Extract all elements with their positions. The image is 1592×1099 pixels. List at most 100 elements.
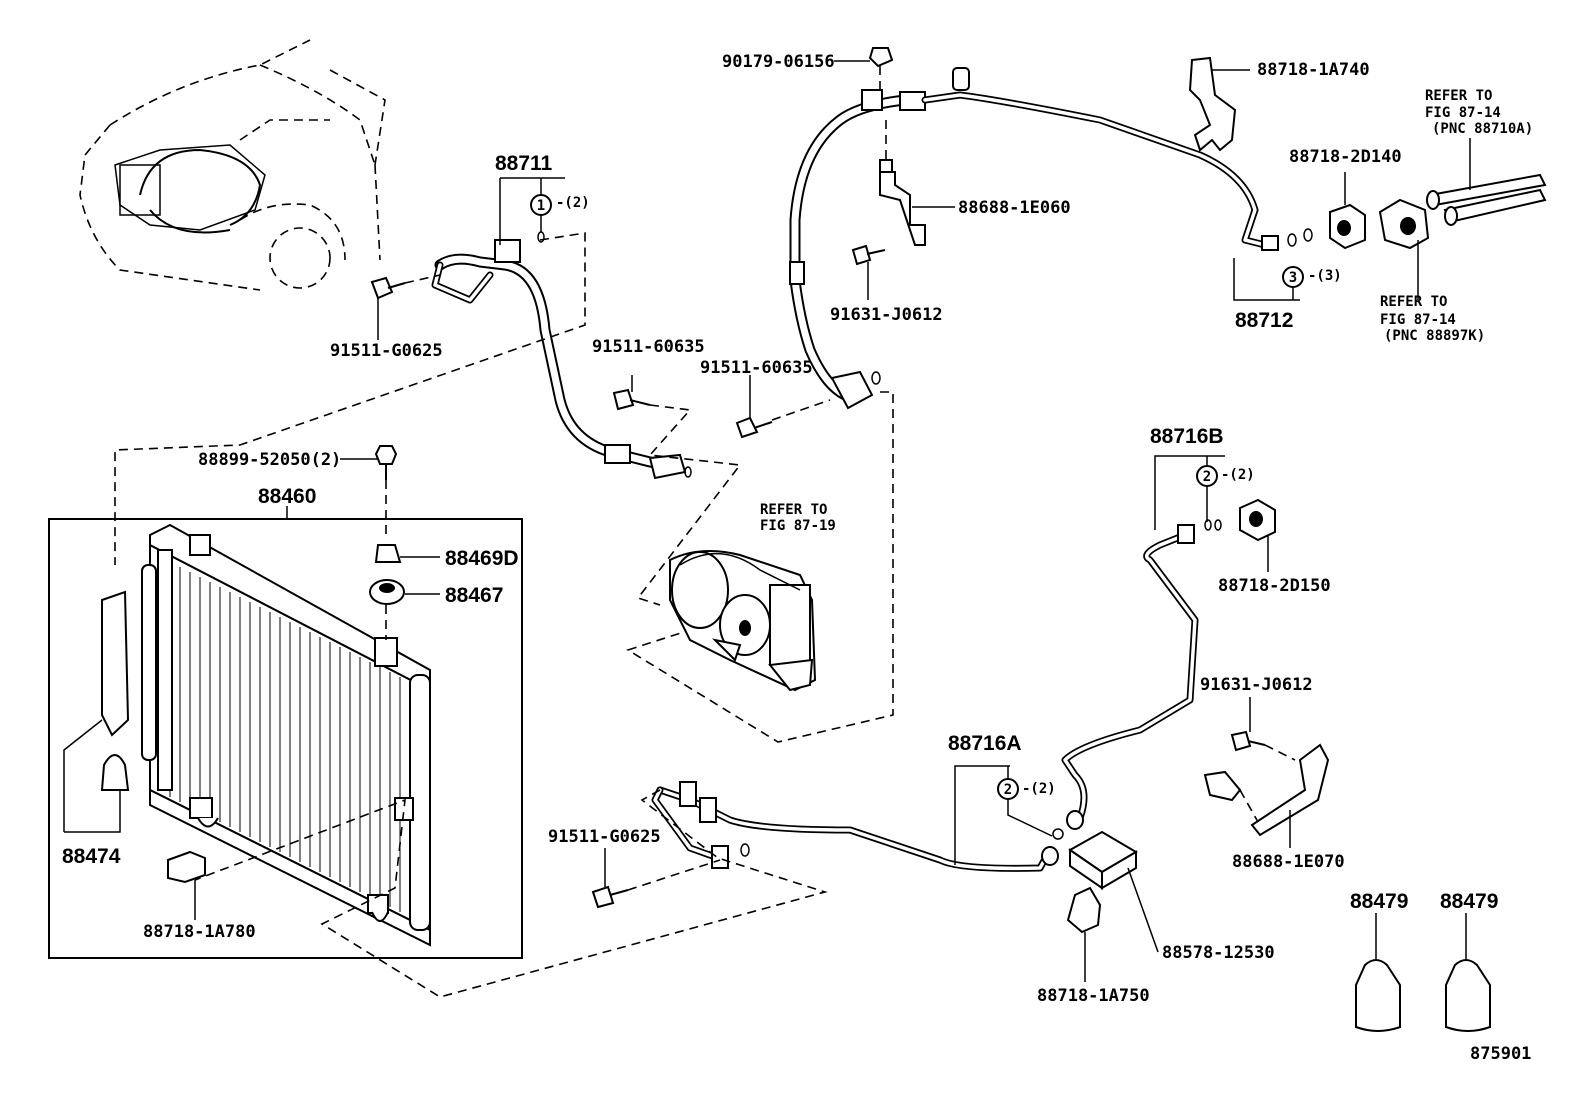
condenser-core[interactable]: [149, 523, 431, 947]
label-88718-1a750: 88718-1A750: [1037, 986, 1150, 1006]
svg-text:1: 1: [537, 198, 545, 214]
label-88467: 88467: [445, 584, 503, 607]
condenser-group-frame: [48, 518, 523, 959]
evaporator-pipe-ref-88710a: [1426, 138, 1547, 226]
label-88460: 88460: [258, 485, 316, 508]
label-88479-left: 88479: [1350, 890, 1408, 913]
label-88711: 88711: [495, 152, 553, 175]
compressor-unit[interactable]: [669, 550, 817, 692]
svg-text:REFER TO: REFER TO: [1380, 294, 1447, 310]
bolt-axis-dash: [627, 859, 721, 891]
compressor-dashed-links: [114, 232, 894, 743]
svg-text:FIG 87-19: FIG 87-19: [760, 518, 836, 534]
liquid-tube-88716b[interactable]: [1061, 524, 1199, 830]
lower-dashed-links: [194, 789, 828, 998]
label-88474: 88474: [62, 845, 121, 868]
bolt-88899[interactable]: [374, 445, 398, 540]
svg-text:2: 2: [1004, 782, 1012, 798]
oil-bottle-88479-left[interactable]: [1355, 913, 1401, 1032]
ref-fig-87-14-bottom: REFER TO FIG 87-14 (PNC 88897K): [1380, 294, 1485, 344]
svg-text:REFER TO: REFER TO: [1425, 88, 1492, 104]
nut-88718-2d140[interactable]: [1329, 172, 1366, 250]
suction-hose[interactable]: [789, 89, 926, 410]
svg-text:FIG 87-14: FIG 87-14: [1425, 105, 1501, 121]
leader-88711: [499, 177, 565, 245]
label-91511-60635-right: 91511-60635: [700, 358, 813, 378]
condenser-bottom-clip: [371, 911, 389, 922]
svg-text:FIG 87-14: FIG 87-14: [1380, 312, 1456, 328]
label-88712: 88712: [1235, 309, 1293, 332]
label-88479-right: 88479: [1440, 890, 1498, 913]
liquid-tube-88716a[interactable]: [651, 781, 1059, 872]
label-88718-1a780: 88718-1A780: [143, 922, 256, 942]
qty-circle-2-88716b: -(2): [1221, 467, 1255, 483]
bracket-88718-1a740[interactable]: [1188, 56, 1250, 152]
leader-88716b: [1154, 455, 1225, 530]
o-ring-hose-bottom: [684, 466, 692, 478]
clip-88718-1a780[interactable]: [167, 850, 206, 884]
bracket-88688-1e060[interactable]: [879, 120, 955, 246]
drier-cap[interactable]: [100, 754, 130, 791]
label-91511-g0625-top: 91511-G0625: [330, 341, 443, 361]
qty-circle-3: -(3): [1308, 268, 1342, 284]
callout-circle-3: 3: [1282, 266, 1304, 288]
bolt-91511-g0625-top[interactable]: [370, 276, 406, 300]
bolt-91511-g0625-bottom[interactable]: [591, 848, 629, 909]
svg-text:2: 2: [1203, 469, 1211, 485]
condenser-side-bracket: [394, 797, 414, 821]
ref-fig-87-14-top: REFER TO FIG 87-14 (PNC 88710A): [1425, 88, 1533, 137]
label-91631-j0612-top: 91631-J0612: [830, 305, 943, 325]
fitting-ref-88897k: [1378, 198, 1430, 300]
ref-fig-87-19: REFER TO FIG 87-19: [760, 502, 836, 534]
o-ring-88716a: [1052, 828, 1064, 840]
bolt-91511-60635-left[interactable]: [612, 375, 651, 411]
label-88578-12530: 88578-12530: [1162, 943, 1275, 963]
insulator-88467[interactable]: [369, 579, 405, 605]
nut-88718-2d150[interactable]: [1239, 498, 1276, 572]
condenser-lower-clip: [197, 817, 219, 828]
receiver-drier-tank[interactable]: [141, 564, 157, 761]
clamp-88688-1e070[interactable]: [1203, 743, 1330, 848]
suction-pipe-88712[interactable]: [921, 67, 1279, 251]
callout-circle-1: 1: [530, 194, 552, 216]
label-88716a: 88716A: [948, 732, 1022, 755]
label-90179-06156: 90179-06156: [722, 52, 835, 72]
vehicle-outline-illustration: [79, 39, 386, 291]
o-ring-88716a-cond: [740, 843, 750, 857]
o-ring-88716b-b: [1214, 519, 1222, 531]
leader-88716a: [954, 765, 1053, 865]
oil-bottle-88479-right[interactable]: [1445, 913, 1491, 1032]
label-88469d: 88469D: [445, 547, 519, 570]
svg-text:(PNC 88710A): (PNC 88710A): [1432, 121, 1533, 137]
condenser-mount-bracket: [374, 637, 398, 667]
label-88688-1e060: 88688-1E060: [958, 198, 1071, 218]
drawing-id: 875901: [1470, 1044, 1531, 1064]
clip-88718-1a750[interactable]: [1066, 886, 1102, 982]
o-ring-compressor-suction: [871, 371, 881, 385]
leader-88712: [1233, 258, 1300, 301]
bolt-axis-dash: [404, 274, 441, 284]
pad-88578-12530[interactable]: [1068, 830, 1159, 953]
label-88718-2d140: 88718-2D140: [1289, 147, 1402, 167]
label-88716b: 88716B: [1150, 425, 1224, 448]
svg-text:3: 3: [1289, 270, 1297, 286]
bolt-91511-60635-right[interactable]: [735, 375, 773, 439]
svg-text:(PNC 88897K): (PNC 88897K): [1384, 328, 1485, 344]
cushion-88469d[interactable]: [374, 544, 402, 563]
qty-circle-1: -(2): [556, 195, 590, 211]
condenser-top-bracket: [189, 534, 211, 556]
callout-circle-2-88716b: 2: [1196, 465, 1218, 487]
bolt-91631-j0612-right[interactable]: [1230, 697, 1266, 752]
label-91511-60635-left: 91511-60635: [592, 337, 705, 357]
bolt-91631-j0612-top[interactable]: [851, 244, 886, 300]
condenser-side-seal[interactable]: [101, 590, 130, 737]
condenser-lower-bracket: [189, 797, 213, 819]
condenser-leader-lines: [63, 458, 440, 920]
label-91631-j0612-right: 91631-J0612: [1200, 675, 1313, 695]
condenser-bottom-bracket: [367, 894, 389, 914]
svg-text:REFER TO: REFER TO: [760, 502, 827, 518]
qty-circle-2-88716a: -(2): [1022, 781, 1056, 797]
discharge-hose-88711[interactable]: [431, 239, 687, 480]
nut-90179-06156[interactable]: [834, 47, 894, 90]
